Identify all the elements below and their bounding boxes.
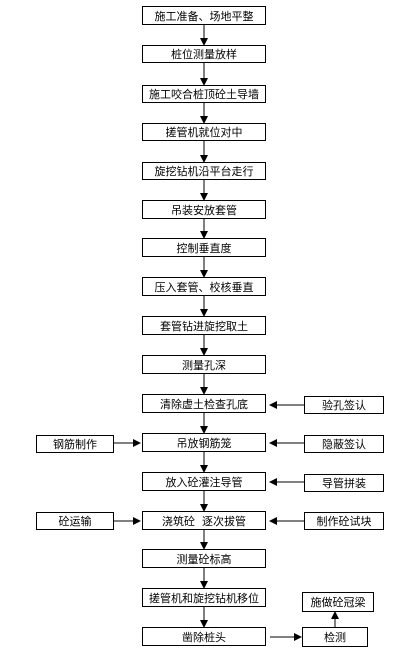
step-verticality-control: 控制垂直度: [142, 238, 266, 257]
step-guide-wall: 施工咬合桩顶砼土导墙: [142, 85, 266, 103]
step-pile-survey: 桩位测量放样: [142, 45, 266, 63]
side-pipe-assembly: 导管拼装: [304, 474, 384, 492]
step-remove-pile-head: 凿除桩头: [142, 627, 266, 646]
step-pour-concrete: 浇筑砼 逐次拔管: [142, 511, 266, 530]
step-lower-cage: 吊放钢筋笼: [142, 433, 266, 452]
step-site-prep: 施工准备、场地平整: [142, 6, 266, 25]
step-move-machines: 搓管机和旋挖钻机移位: [142, 588, 266, 607]
step-drilling: 套管钻进旋挖取土: [142, 316, 266, 335]
step-machine-alignment: 搓管机就位对中: [142, 123, 266, 141]
side-hole-check: 验孔签认: [304, 396, 384, 414]
step-measure-elevation: 测量砼标高: [142, 549, 266, 568]
step-install-casing: 吊装安放套管: [142, 200, 266, 219]
step-measure-depth: 测量孔深: [142, 355, 266, 374]
step-press-casing: 压入套管、校核垂直: [142, 277, 266, 296]
side-inspection: 检测: [302, 627, 368, 647]
step-clear-bottom: 清除虚土检查孔底: [142, 394, 266, 413]
side-concrete-transport: 砼运输: [36, 512, 114, 530]
step-rig-travel: 旋挖钻机沿平台走行: [142, 162, 266, 180]
side-rebar-make: 钢筋制作: [36, 435, 114, 453]
side-test-block: 制作砼试块: [304, 512, 384, 530]
side-cap-beam: 施做砼冠梁: [302, 592, 374, 612]
side-hidden-check: 隐蔽签认: [304, 435, 384, 453]
step-tremie-pipe: 放入砼灌注导管: [142, 472, 266, 491]
